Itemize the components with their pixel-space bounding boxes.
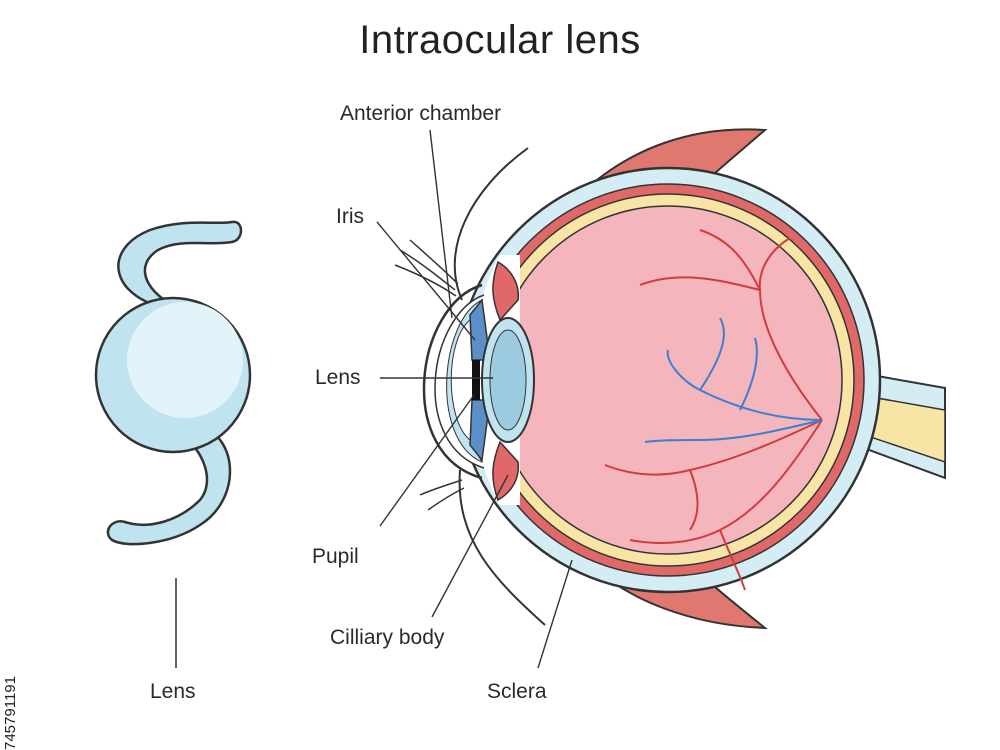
cornea-outer	[422, 283, 483, 480]
iol-optic-highlight	[127, 302, 243, 418]
eyelash-upper-2	[394, 264, 457, 297]
label-sclera: Sclera	[487, 680, 547, 703]
stock-id-vertical: 745791191	[2, 520, 24, 750]
eye-cross-section	[394, 128, 946, 630]
label-pupil: Pupil	[312, 545, 359, 568]
diagram-title: Intraocular lens	[359, 18, 641, 62]
pupil	[472, 360, 480, 400]
iris-leader	[376, 221, 476, 341]
label-ciliary-body: Cilliary body	[330, 626, 445, 649]
iol-haptic-upper	[117, 220, 243, 314]
pupil-leader	[379, 394, 475, 527]
anterior-chamber-leader	[429, 129, 453, 319]
intraocular-lens-implant	[94, 220, 252, 668]
vitreous-body	[493, 205, 843, 555]
retinal-veins	[644, 317, 823, 443]
label-iol-lens: Lens	[150, 680, 196, 703]
ciliary-body-lower	[492, 440, 520, 502]
lower-eyelid	[458, 469, 546, 626]
label-iris: Iris	[336, 205, 364, 228]
leader-lines	[376, 129, 573, 669]
label-lens: Lens	[315, 366, 361, 389]
ciliary-body-upper	[492, 260, 520, 322]
ciliary-body-leader	[431, 474, 509, 618]
eyelash-upper-1	[399, 249, 456, 291]
eyelash-upper-3	[409, 239, 459, 285]
sclera-leader	[537, 559, 573, 669]
label-anterior-chamber: Anterior chamber	[340, 102, 502, 125]
iol-haptic-lower	[106, 423, 232, 546]
eyelash-lower-2	[427, 487, 465, 511]
eyelash-lower-1	[419, 479, 463, 496]
crystalline-lens-inner	[489, 329, 527, 431]
retinal-arteries	[604, 229, 823, 591]
stock-id-text: 745791191	[2, 676, 19, 750]
